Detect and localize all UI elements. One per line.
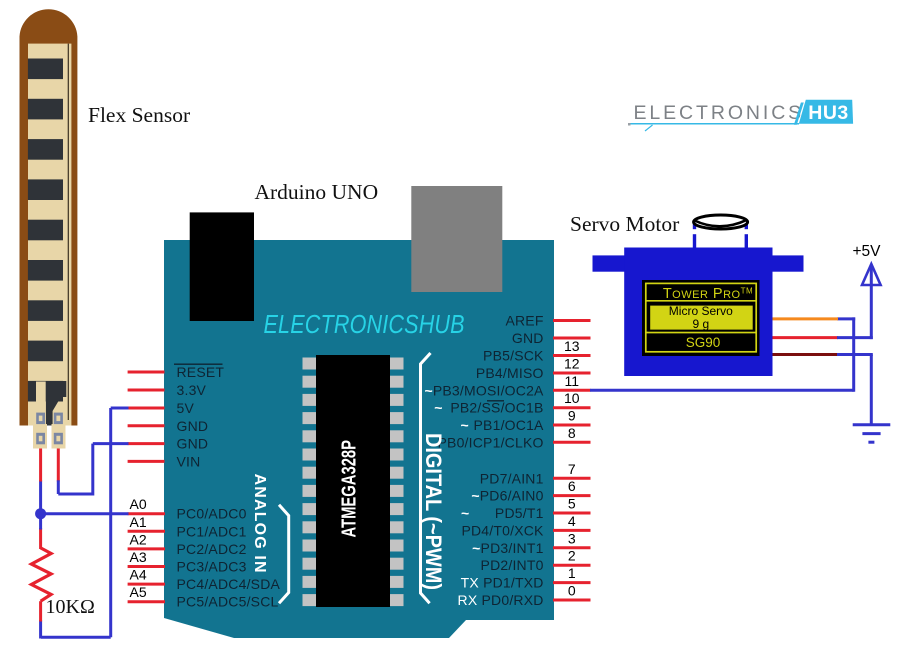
svg-text:A5: A5	[130, 584, 147, 600]
svg-text:PB0/ICP1/CLKO: PB0/ICP1/CLKO	[438, 434, 544, 450]
svg-text:SG90: SG90	[686, 335, 721, 350]
svg-text:10KΩ: 10KΩ	[46, 596, 95, 618]
svg-text:7: 7	[568, 461, 576, 477]
svg-text:PC2/ADC2: PC2/ADC2	[177, 541, 247, 557]
svg-text:10: 10	[564, 390, 580, 406]
svg-text:HU3: HU3	[808, 102, 849, 124]
svg-text:1: 1	[568, 565, 576, 581]
svg-text:A2: A2	[130, 531, 147, 547]
svg-text:GND: GND	[177, 436, 209, 452]
svg-text:Servo Motor: Servo Motor	[570, 212, 679, 236]
svg-text:PD5/T1: PD5/T1	[495, 505, 544, 521]
svg-text:9: 9	[568, 408, 576, 424]
svg-text:PB4/MISO: PB4/MISO	[476, 365, 544, 381]
svg-text:PD4/T0/XCK: PD4/T0/XCK	[461, 522, 544, 538]
svg-text:8: 8	[568, 425, 576, 441]
svg-text:ANALOG IN: ANALOG IN	[251, 474, 268, 574]
svg-text:GND: GND	[177, 418, 209, 434]
svg-text:PB1/OC1A: PB1/OC1A	[474, 417, 545, 433]
svg-text:~: ~	[434, 400, 442, 416]
svg-text:TX PD1/TXD: TX PD1/TXD	[461, 575, 544, 591]
svg-text:2: 2	[568, 548, 576, 564]
svg-text:A0: A0	[130, 496, 147, 512]
svg-text:PD7/AIN1: PD7/AIN1	[480, 470, 544, 486]
svg-text:11: 11	[565, 373, 580, 389]
svg-text:3: 3	[568, 530, 576, 546]
svg-text:0: 0	[568, 583, 576, 599]
svg-text:PC3/ADC3: PC3/ADC3	[177, 559, 247, 575]
svg-text:VIN: VIN	[177, 453, 201, 469]
svg-text:DIGITAL (~PWM): DIGITAL (~PWM)	[421, 433, 445, 590]
svg-text:PD2/INT0: PD2/INT0	[481, 557, 544, 573]
svg-text:~PD6/AIN0: ~PD6/AIN0	[471, 488, 543, 504]
svg-text:TOWER PROTM: TOWER PROTM	[663, 286, 753, 302]
svg-text:RESET: RESET	[177, 364, 225, 380]
svg-text:ELECTRONICSHUB: ELECTRONICSHUB	[264, 310, 465, 339]
svg-text:12: 12	[564, 356, 580, 372]
svg-text:PC4/ADC4/SDA: PC4/ADC4/SDA	[177, 576, 281, 592]
svg-text:PB5/SCK: PB5/SCK	[483, 348, 544, 364]
svg-text:ATMEGA328P: ATMEGA328P	[337, 440, 360, 538]
svg-text:PC1/ADC1: PC1/ADC1	[177, 523, 247, 539]
svg-text:A4: A4	[130, 567, 147, 583]
svg-text:~: ~	[461, 417, 469, 433]
svg-text:5: 5	[568, 496, 576, 512]
svg-text:GND: GND	[512, 330, 544, 346]
svg-text:ELECTRONICS: ELECTRONICS	[634, 102, 805, 124]
svg-text:9 g: 9 g	[692, 317, 709, 331]
svg-text:6: 6	[568, 478, 576, 494]
svg-text:~PD3/INT1: ~PD3/INT1	[472, 540, 543, 556]
svg-text:13: 13	[564, 338, 580, 354]
svg-text:PB2/SS/OC1B: PB2/SS/OC1B	[450, 400, 543, 416]
svg-text:5V: 5V	[177, 400, 195, 416]
svg-text:Flex Sensor: Flex Sensor	[88, 103, 190, 127]
svg-text:A3: A3	[130, 549, 147, 565]
svg-text:4: 4	[568, 513, 576, 529]
svg-text:PC0/ADC0: PC0/ADC0	[177, 506, 247, 522]
svg-text:~: ~	[461, 505, 469, 521]
svg-text:Arduino UNO: Arduino UNO	[255, 180, 379, 204]
svg-text:~PB3/MOSI/OC2A: ~PB3/MOSI/OC2A	[424, 382, 544, 398]
svg-text:+5V: +5V	[852, 243, 881, 260]
svg-text:Micro Servo: Micro Servo	[669, 304, 733, 318]
svg-text:A1: A1	[130, 514, 147, 530]
svg-text:RX PD0/RXD: RX PD0/RXD	[458, 592, 544, 608]
svg-text:AREF: AREF	[505, 313, 543, 329]
svg-text:3.3V: 3.3V	[177, 382, 207, 398]
svg-text:PC5/ADC5/SCL: PC5/ADC5/SCL	[177, 594, 279, 610]
